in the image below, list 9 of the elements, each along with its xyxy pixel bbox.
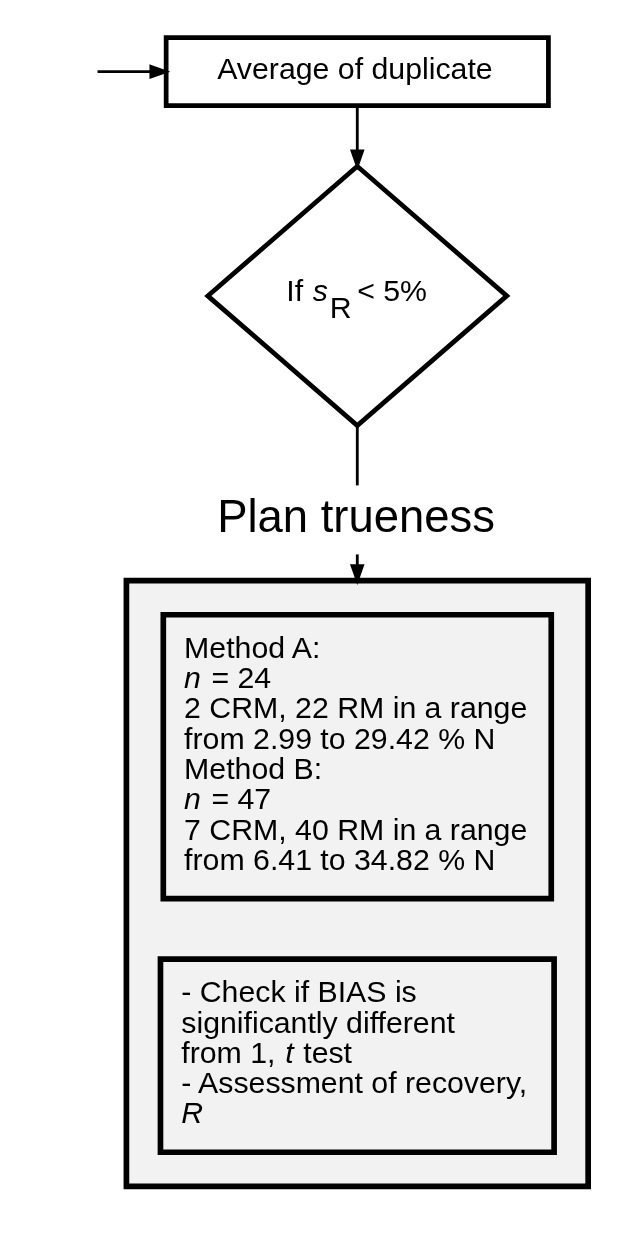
cluster xyxy=(123,577,591,1190)
connector xyxy=(355,426,359,486)
node-box: Average of duplicate xyxy=(163,35,551,109)
node-text: Plan trueness xyxy=(217,490,495,542)
node-box: Method A: n = 24 2 CRM, 22 RM in a range from 2.99 to 29.42 % N Method B: n = 47 7 CRM, 40 RM in a range from 6.41 to 34.82 % N xyxy=(160,611,555,902)
arrow xyxy=(350,554,365,585)
node-box: - Check if BIAS is significantly different from 1, t test - Assessment of recovery, R xyxy=(157,956,557,1156)
arrow xyxy=(350,106,365,171)
arrow xyxy=(97,64,171,79)
